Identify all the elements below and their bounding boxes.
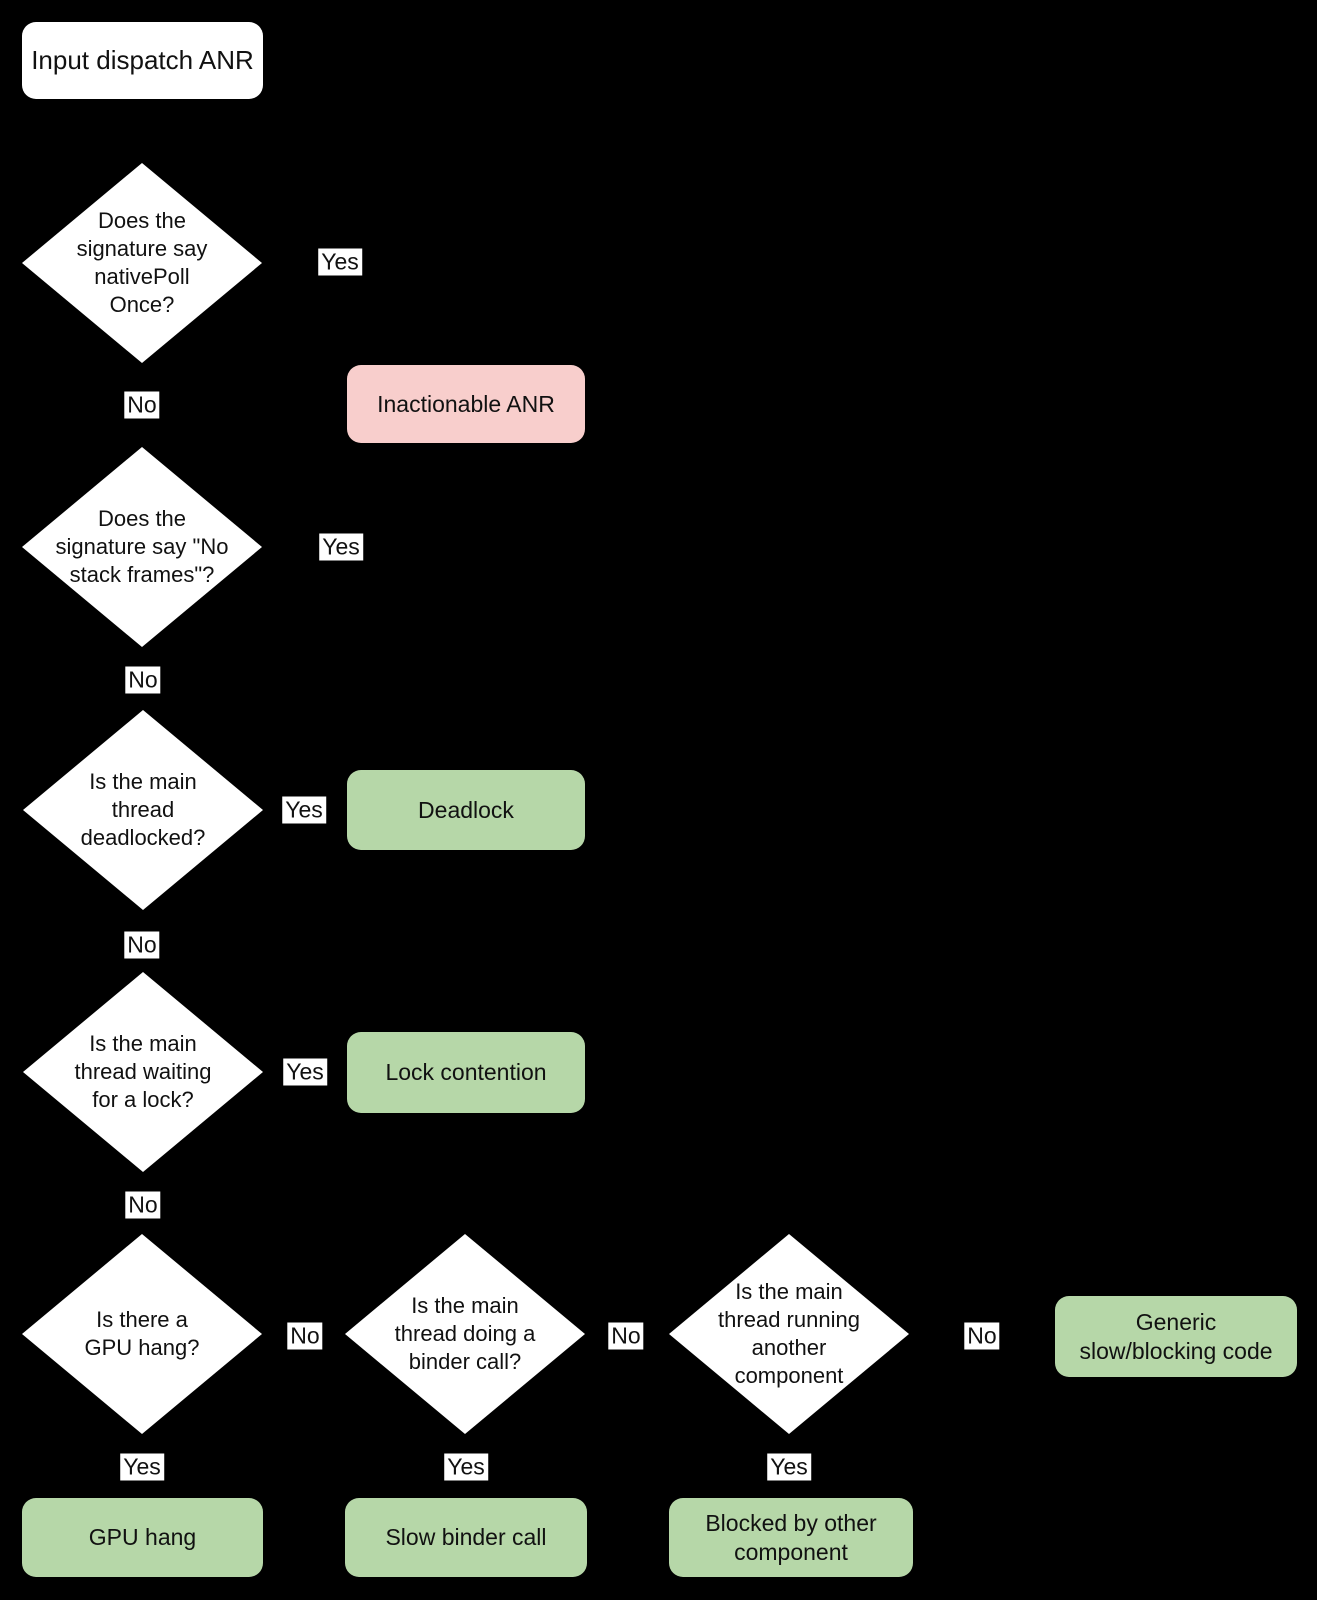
edge-label-no-native-poll: No bbox=[124, 391, 160, 419]
edge-label-yes-binder-call: Yes bbox=[444, 1453, 488, 1481]
outcome-generic-slow-blocking-code: Generic slow/blocking code bbox=[1055, 1296, 1297, 1377]
decision-gpu-hang: Is there a GPU hang? bbox=[22, 1234, 262, 1434]
outcome-lock-contention: Lock contention bbox=[347, 1032, 585, 1113]
edge-label-no-binder-call: No bbox=[608, 1322, 644, 1350]
decision-native-poll-once: Does the signature say nativePoll Once? bbox=[22, 163, 262, 363]
outcome-blocked-by-other-component: Blocked by other component bbox=[669, 1498, 913, 1577]
edge-label-yes-another-component: Yes bbox=[767, 1453, 811, 1481]
decision-main-thread-waiting-lock: Is the main thread waiting for a lock? bbox=[23, 972, 263, 1172]
edge-label-yes-no-stack-frames: Yes bbox=[319, 533, 363, 561]
edge-label-no-waiting-lock: No bbox=[125, 1191, 161, 1219]
edge-label-no-gpu-hang: No bbox=[287, 1322, 323, 1350]
outcome-inactionable-anr: Inactionable ANR bbox=[347, 365, 585, 443]
outcome-deadlock: Deadlock bbox=[347, 770, 585, 850]
decision-main-thread-deadlocked: Is the main thread deadlocked? bbox=[23, 710, 263, 910]
outcome-gpu-hang: GPU hang bbox=[22, 1498, 263, 1577]
edge-label-yes-native-poll: Yes bbox=[318, 248, 362, 276]
edge-label-no-no-stack-frames: No bbox=[125, 666, 161, 694]
decision-no-stack-frames: Does the signature say "No stack frames"… bbox=[22, 447, 262, 647]
edge-label-yes-gpu-hang: Yes bbox=[120, 1453, 164, 1481]
start-node-input-dispatch-anr: Input dispatch ANR bbox=[22, 22, 263, 99]
edge-label-yes-deadlocked: Yes bbox=[282, 796, 326, 824]
decision-running-another-component: Is the main thread running another compo… bbox=[669, 1234, 909, 1434]
edge-label-no-deadlocked: No bbox=[124, 931, 160, 959]
outcome-slow-binder-call: Slow binder call bbox=[345, 1498, 587, 1577]
edge-label-no-another-component: No bbox=[964, 1322, 1000, 1350]
edge-label-yes-waiting-lock: Yes bbox=[283, 1058, 327, 1086]
decision-binder-call: Is the main thread doing a binder call? bbox=[345, 1234, 585, 1434]
